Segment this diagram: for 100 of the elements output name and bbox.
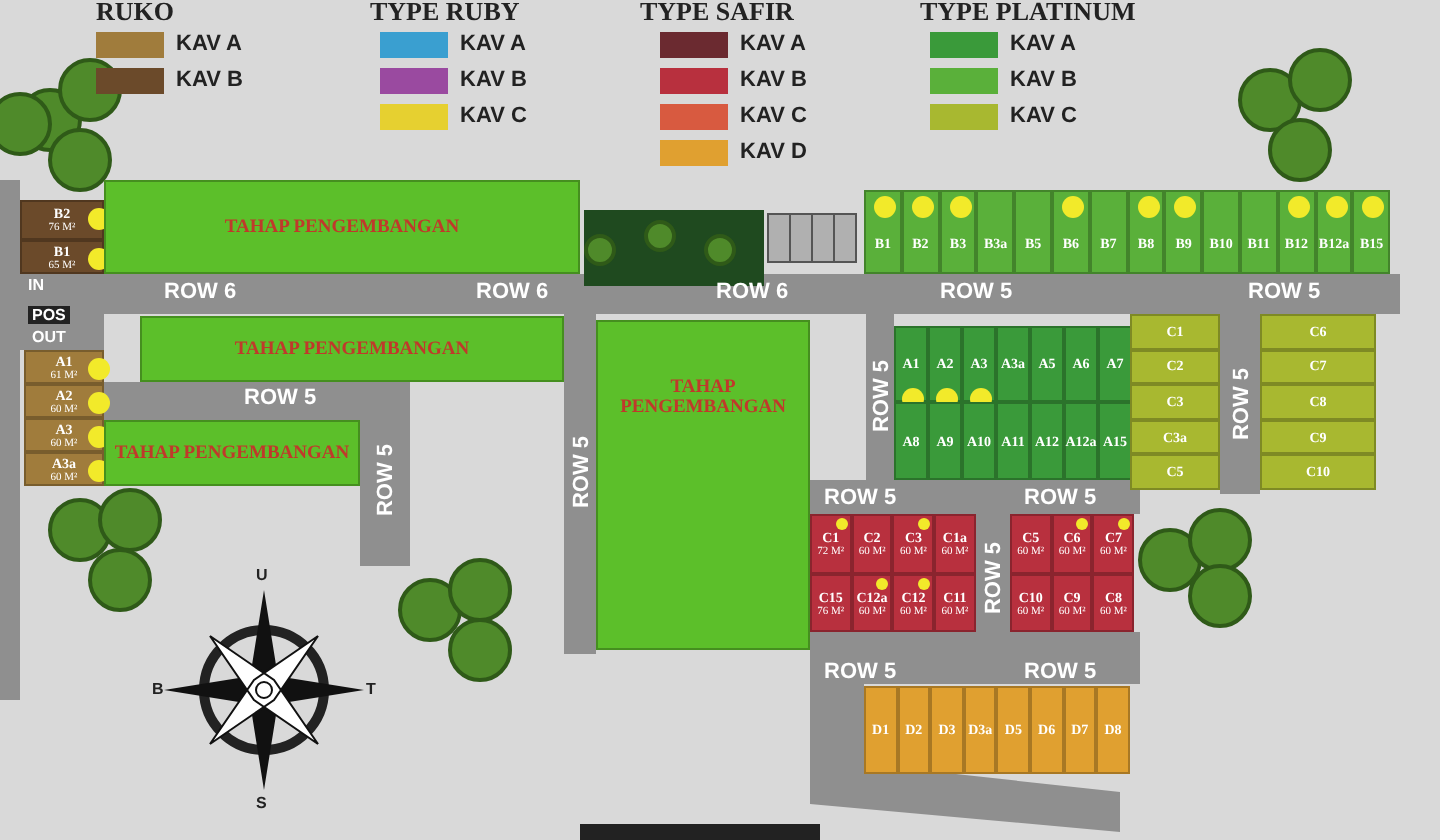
lot-plot xyxy=(1089,190,1128,274)
legend-label: KAV B xyxy=(1010,68,1077,92)
road-label: ROW 5 xyxy=(1248,280,1321,304)
lot-plot xyxy=(24,418,104,452)
lot-plot xyxy=(1063,686,1097,774)
legend-heading: TYPE PLATINUM xyxy=(920,0,1136,28)
legend-heading: TYPE RUBY xyxy=(370,0,520,28)
lot-plot xyxy=(962,402,996,480)
compass-letter: B xyxy=(152,680,164,698)
lot-plot xyxy=(962,326,996,402)
lot-plot xyxy=(939,190,977,274)
area-label: TAHAP PENGEMBANGAN xyxy=(224,217,460,237)
lot-plot xyxy=(1260,454,1376,490)
legend-label: KAV A xyxy=(176,32,242,56)
lot-plot xyxy=(1202,190,1240,274)
legend-label: KAV C xyxy=(740,104,807,128)
lot-plot xyxy=(20,200,104,240)
area-label: TAHAP PENGEMBANGAN xyxy=(234,339,470,359)
lot-plot xyxy=(1127,190,1165,274)
legend-label: KAV A xyxy=(1010,32,1076,56)
lot-plot xyxy=(810,514,852,574)
lot-plot xyxy=(1010,574,1052,632)
lot-plot xyxy=(930,686,964,774)
lot-plot xyxy=(24,452,104,486)
road-label: ROW 5 xyxy=(1024,486,1097,510)
lot-plot xyxy=(24,350,104,384)
lot-plot xyxy=(897,686,931,774)
lot-plot xyxy=(894,402,928,480)
lot-plot xyxy=(1260,314,1376,350)
road-label: ROW 5 xyxy=(824,660,897,684)
road-label: ROW 5 xyxy=(982,541,1007,615)
area-label: TAHAP PENGEMBANGAN xyxy=(114,443,350,463)
lot-plot xyxy=(1092,574,1135,632)
compass-letter: U xyxy=(256,566,268,584)
gate-label: OUT xyxy=(32,328,66,346)
lot-plot xyxy=(1260,349,1376,385)
lot-plot xyxy=(1030,326,1064,402)
legend-label: KAV B xyxy=(176,68,243,92)
legend-label: KAV D xyxy=(740,140,807,164)
lot-plot xyxy=(1130,454,1220,490)
lot-plot xyxy=(20,240,104,274)
lot-plot xyxy=(1130,419,1220,455)
compass-letter: S xyxy=(256,794,267,812)
lot-plot xyxy=(901,190,940,274)
lot-plot xyxy=(892,574,935,632)
legend-label: KAV B xyxy=(460,68,527,92)
legend-heading: TYPE SAFIR xyxy=(640,0,794,28)
lot-plot xyxy=(1051,574,1093,632)
lot-plot xyxy=(1277,190,1316,274)
development-area xyxy=(104,180,580,274)
lot-plot xyxy=(1130,384,1220,420)
lot-plot xyxy=(928,326,962,402)
lot-plot xyxy=(1130,314,1220,350)
lot-plot xyxy=(851,574,893,632)
lot-plot xyxy=(1260,419,1376,455)
legend-label: KAV A xyxy=(460,32,526,56)
road-label: ROW 6 xyxy=(716,280,789,304)
development-area xyxy=(140,316,564,382)
lot-plot xyxy=(1030,686,1064,774)
lot-plot xyxy=(864,190,902,274)
legend-label: KAV A xyxy=(740,32,806,56)
lot-plot xyxy=(1051,514,1093,574)
lot-plot xyxy=(934,514,976,574)
lot-plot xyxy=(1030,402,1064,480)
road-label: ROW 6 xyxy=(164,280,237,304)
area-label: TAHAP PENGEMBANGAN xyxy=(618,378,788,418)
lot-plot xyxy=(1098,326,1132,402)
lot-plot xyxy=(1010,514,1052,574)
compass-letter: T xyxy=(366,680,376,698)
legend-label: KAV B xyxy=(740,68,807,92)
road-label: ROW 5 xyxy=(244,386,317,410)
legend-heading: RUKO xyxy=(96,0,174,28)
gate-label: IN xyxy=(28,276,44,294)
road-label: ROW 5 xyxy=(870,359,895,433)
lot-plot xyxy=(963,686,997,774)
lot-plot xyxy=(1096,686,1130,774)
gate-label: POS xyxy=(28,306,70,324)
road-label: ROW 5 xyxy=(940,280,1013,304)
road-label: ROW 5 xyxy=(1024,660,1097,684)
lot-plot xyxy=(1098,402,1132,480)
road-label: ROW 6 xyxy=(476,280,549,304)
lot-plot xyxy=(1260,384,1376,420)
legend-label: KAV C xyxy=(460,104,527,128)
road-label: ROW 5 xyxy=(1230,367,1255,441)
lot-plot xyxy=(1052,190,1090,274)
lot-plot xyxy=(934,574,976,632)
road-label: ROW 5 xyxy=(824,486,897,510)
lot-plot xyxy=(996,326,1030,402)
lot-plot xyxy=(851,514,893,574)
lot-plot xyxy=(894,326,928,402)
road-label: ROW 5 xyxy=(570,435,595,509)
lot-plot xyxy=(810,574,852,632)
lot-plot xyxy=(1352,190,1391,274)
lot-plot xyxy=(1092,514,1135,574)
lot-plot xyxy=(24,384,104,418)
development-area xyxy=(104,420,360,486)
lot-plot xyxy=(996,686,1030,774)
lot-plot xyxy=(1164,190,1203,274)
lot-plot xyxy=(976,190,1015,274)
lot-plot xyxy=(1064,326,1098,402)
